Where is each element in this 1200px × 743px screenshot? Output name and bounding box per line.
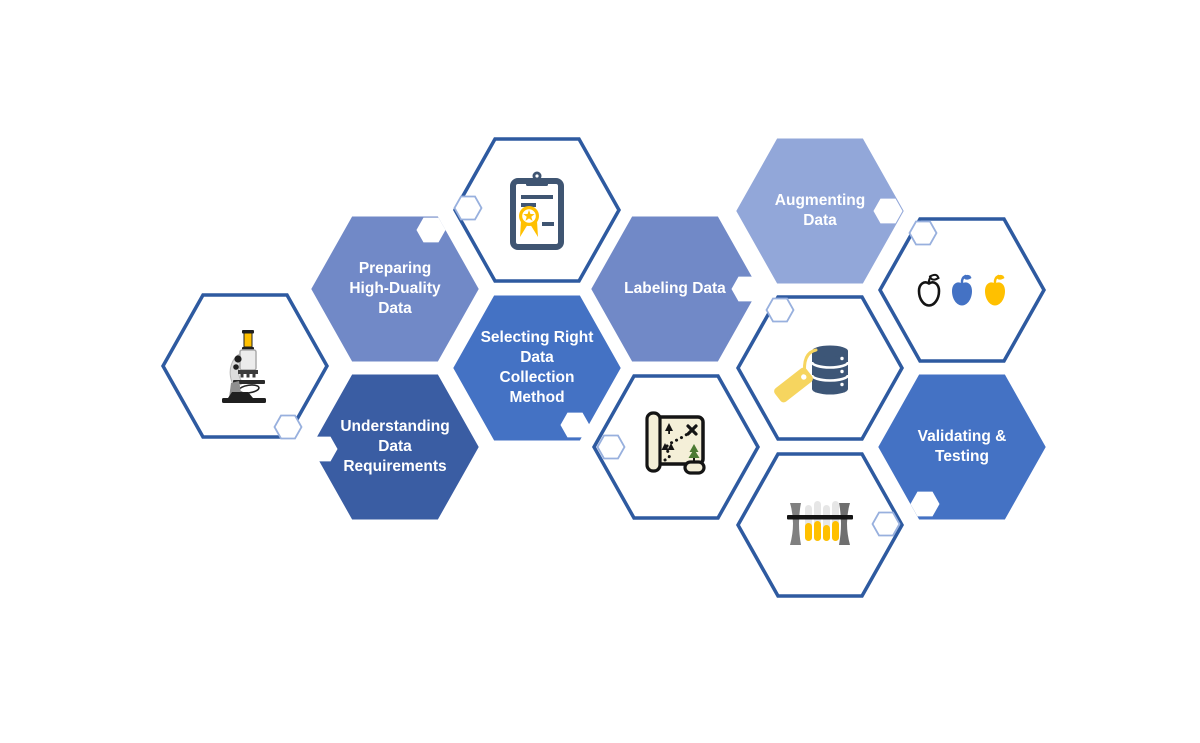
yellow-apple	[985, 274, 1005, 306]
hexagon-microscope	[161, 293, 329, 439]
hexagon-label: Labeling Data	[591, 216, 759, 362]
label-line: Data	[803, 212, 837, 229]
label-line: Validating &	[917, 428, 1007, 445]
hexagon-badge-solid	[873, 198, 903, 224]
hexagon-badge-outlined	[453, 195, 483, 221]
microscope-icon	[222, 330, 266, 403]
hexagon-badge-outlined	[273, 414, 303, 440]
hexagon-label: Augmenting Data	[736, 138, 904, 284]
hexagon-preparing-high-duality-data: Preparing High-Duality Data	[311, 216, 479, 362]
hexagon-badge-solid	[910, 491, 940, 517]
hexagon-validating-testing: Validating & Testing	[878, 374, 1046, 520]
hexagon-labeling-data: Labeling Data	[591, 216, 759, 362]
hexagon-badge-outlined	[871, 511, 901, 537]
hexagon-badge-solid	[308, 436, 338, 462]
label-line: Labeling Data	[624, 280, 726, 297]
hexagon-label: Selecting Right Data Collection Method	[453, 295, 621, 441]
label-line: Requirements	[343, 458, 447, 475]
treasure-map-icon	[645, 411, 706, 475]
hexagon-badge-outlined	[908, 220, 938, 246]
database-tag-icon	[774, 345, 850, 403]
label-line: High-Duality	[349, 280, 441, 297]
hexagon-treasure-map	[592, 374, 760, 520]
hexagon-label: Understanding Data Requirements	[311, 374, 479, 520]
hexagon-augmenting-data: Augmenting Data	[736, 138, 904, 284]
hexagon-shape	[453, 295, 621, 441]
apples-comparison-icon	[917, 273, 1005, 307]
label-line: Testing	[935, 448, 989, 465]
label-line: Data	[378, 438, 412, 455]
hexagon-badge-solid	[731, 276, 761, 302]
hexagon-label: Validating & Testing	[878, 374, 1046, 520]
label-line: Method	[509, 389, 565, 406]
label-line: Selecting Right	[480, 329, 594, 346]
label-line: Data	[378, 300, 412, 317]
label-line: Understanding	[340, 418, 450, 435]
test-tubes-icon	[787, 501, 853, 545]
label-line: Augmenting	[774, 192, 866, 209]
hexagon-test-tubes	[736, 452, 904, 598]
hexagon-database-tag	[736, 295, 904, 441]
hexagon-shape	[878, 374, 1046, 520]
label-line: Collection	[499, 369, 575, 386]
hexagon-understanding-data-requirements: Understanding Data Requirements	[311, 374, 479, 520]
hexagon-label: Preparing High-Duality Data	[311, 216, 479, 362]
hexagon-badge-solid	[560, 412, 590, 438]
hexagon-badge-outlined	[765, 297, 795, 323]
outline-apple	[917, 273, 941, 307]
hexagon-apples-comparison	[878, 217, 1046, 363]
hexagon-shape	[591, 216, 759, 362]
hexagon-selecting-right-data-collection-method: Selecting Right Data Collection Method	[453, 295, 621, 441]
label-line: Data	[520, 349, 554, 366]
certificate-clipboard-icon	[510, 171, 564, 250]
blue-apple	[952, 274, 972, 306]
hexagon-shape	[736, 138, 904, 284]
label-line: Preparing	[358, 260, 432, 277]
hexagon-badge-solid	[416, 217, 446, 243]
hexagon-badge-outlined	[596, 434, 626, 460]
